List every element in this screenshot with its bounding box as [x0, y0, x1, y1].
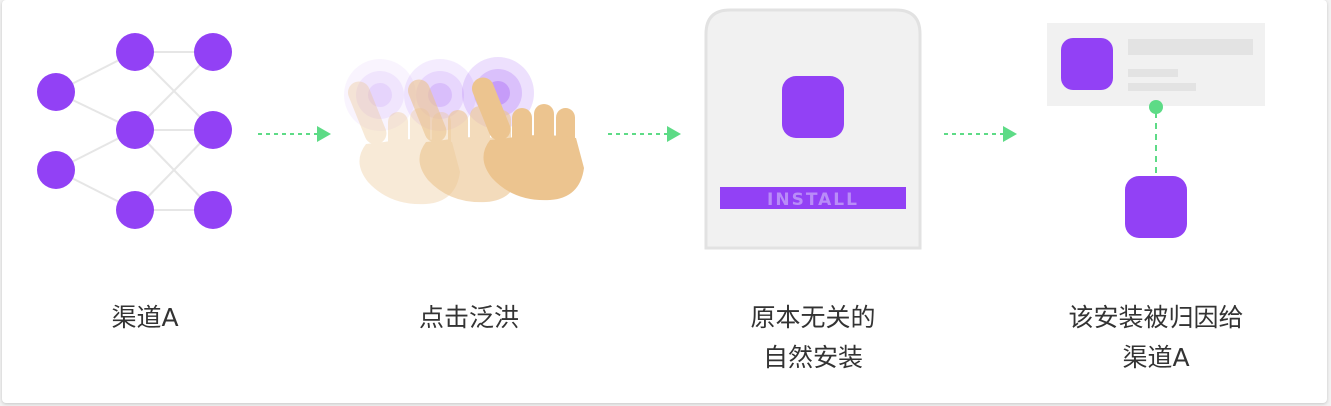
- step-caption-channel-a: 渠道A: [15, 298, 275, 338]
- caption-line: 点击泛洪: [418, 303, 519, 332]
- arrow-right-icon: [608, 126, 681, 142]
- step-caption-click-flood: 点击泛洪: [339, 298, 599, 338]
- step-caption-organic-install: 原本无关的 自然安装: [683, 298, 943, 378]
- install-button: [720, 187, 906, 209]
- caption-line: 渠道A: [111, 303, 179, 332]
- phone-install-icon: INSTALL: [704, 8, 922, 250]
- network-graph-icon: [37, 33, 232, 229]
- caption-line: 该安装被归因给: [1068, 303, 1244, 332]
- step-caption-attributed: 该安装被归因给 渠道A: [1026, 298, 1286, 378]
- caption-line: 自然安装: [762, 343, 863, 372]
- attribution-card-icon: [1047, 23, 1265, 238]
- arrow-right-icon: [258, 126, 331, 142]
- caption-line: 渠道A: [1122, 343, 1190, 372]
- app-icon: [782, 76, 844, 138]
- tapping-hands-icon: [344, 57, 584, 205]
- arrow-right-icon: [944, 126, 1017, 142]
- caption-line: 原本无关的: [750, 303, 876, 332]
- install-button-label: INSTALL: [767, 190, 859, 210]
